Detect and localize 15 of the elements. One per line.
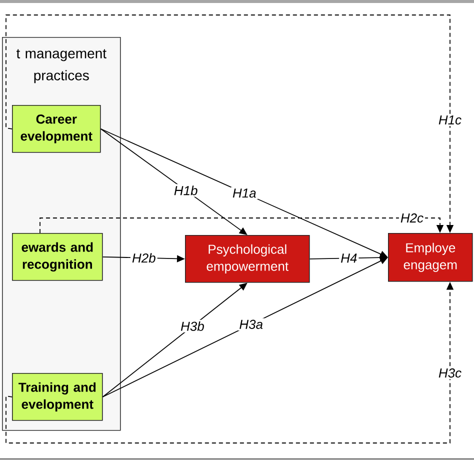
edge-label: H3a	[238, 318, 265, 330]
arrow	[40, 218, 444, 234]
edge-label: H1a	[230, 187, 258, 200]
edge-label: H1b	[172, 184, 200, 197]
outcome-box: Employe engagem	[388, 233, 473, 282]
edge-label: H4	[339, 252, 359, 264]
outcome-box: Psychological empowerment	[185, 235, 310, 283]
edge-label: H2c	[398, 212, 426, 224]
practice-box: Training and evelopment	[12, 373, 103, 421]
practice-box: ewards and recognition	[12, 233, 103, 281]
edge-label: H1c	[436, 114, 464, 126]
edge-label: H3b	[179, 320, 206, 332]
edge-label: H2b	[130, 252, 158, 264]
edge-label: H3c	[436, 366, 464, 380]
practice-box: Career evelopment	[12, 105, 101, 153]
